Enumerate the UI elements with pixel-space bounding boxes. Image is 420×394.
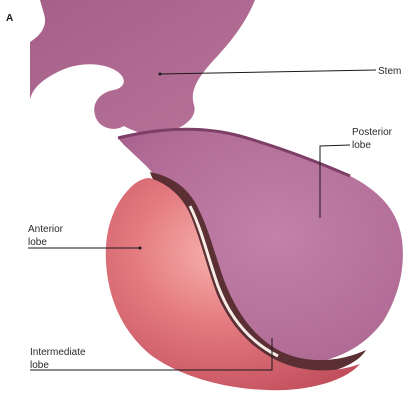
intermediate-lobe-label-line1: Intermediate xyxy=(30,347,86,358)
stem-label: Stem xyxy=(378,66,401,77)
stem-leader-dot xyxy=(159,73,162,76)
panel-letter: A xyxy=(6,13,13,24)
posterior-lobe-label-line1: Posterior xyxy=(352,127,393,138)
anterior-lobe-label-line2: lobe xyxy=(28,237,47,248)
posterior-lobe-label-line2: lobe xyxy=(352,140,371,151)
anterior-leader-dot xyxy=(139,247,142,250)
brain-stem-tissue xyxy=(30,0,255,135)
intermediate-lobe-label-line2: lobe xyxy=(30,360,49,371)
anterior-lobe-label-line1: Anterior xyxy=(28,224,64,235)
